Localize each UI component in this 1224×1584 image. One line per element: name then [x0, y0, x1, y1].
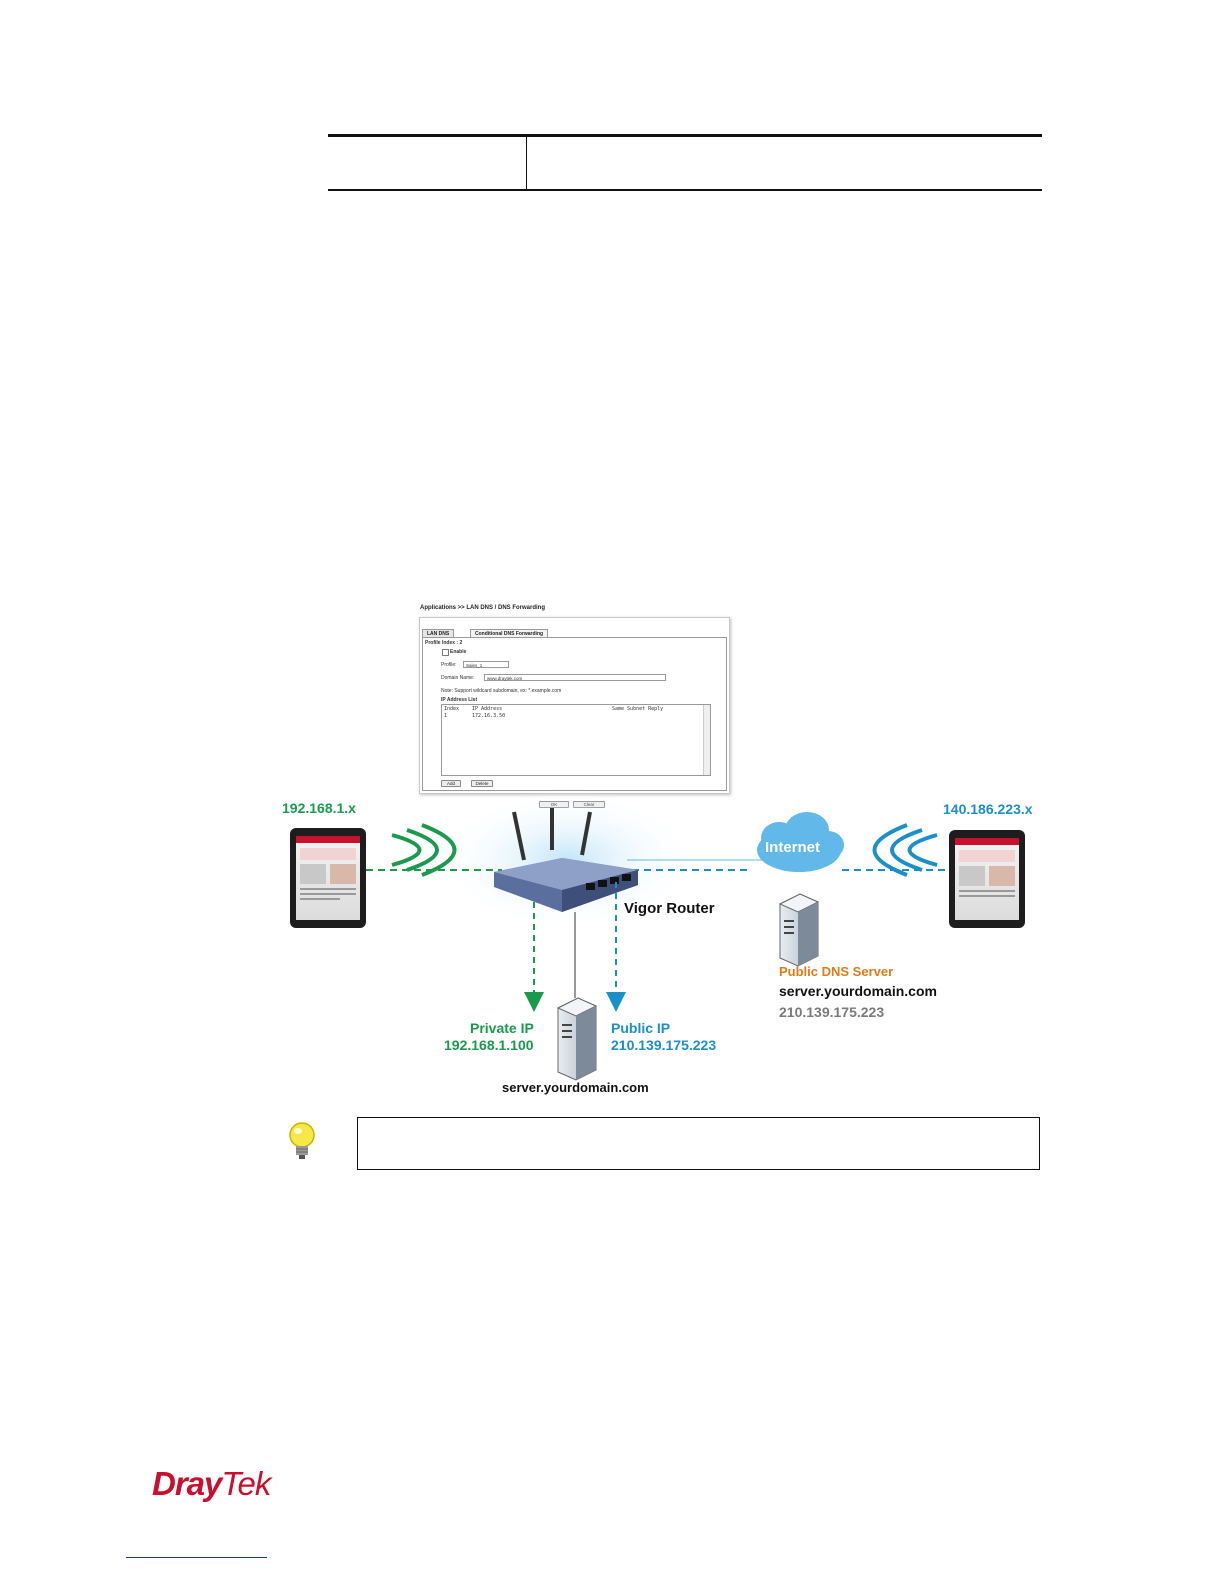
note-text: Support wildcard subdomain, ex: *.exampl… [454, 688, 562, 694]
router-icon [494, 808, 638, 912]
column-same-subnet-reply: Same Subnet Reply [612, 706, 664, 712]
public-dns-ip: 210.139.175.223 [779, 1004, 885, 1020]
left-tablet-icon [290, 828, 366, 928]
profile-index-label: Profile Index : 2 [425, 640, 463, 646]
ip-address-list: Index IP Address Same Subnet Reply 1 172… [441, 704, 711, 776]
delete-button[interactable]: Delete [471, 780, 493, 787]
column-index: Index [444, 706, 460, 712]
list-scrollbar[interactable] [703, 705, 710, 775]
enable-checkbox[interactable] [442, 649, 449, 656]
private-ip-label: Private IP [470, 1020, 534, 1036]
table-column-divider [526, 137, 527, 189]
private-ip-value: 192.168.1.100 [444, 1037, 534, 1053]
wifi-right-icon [872, 823, 938, 877]
logo-text-dray: Dray [152, 1465, 222, 1502]
note-label: Note: [441, 688, 453, 694]
domain-name-input[interactable]: www.draytek.com [484, 674, 666, 681]
ip-address-list-label: IP Address List [441, 697, 478, 703]
local-server-icon [556, 997, 598, 1081]
wifi-left-icon [391, 823, 457, 877]
draytek-logo: DrayTek [152, 1465, 271, 1503]
public-dns-domain: server.yourdomain.com [779, 983, 937, 999]
internet-label: Internet [765, 839, 821, 856]
add-button[interactable]: Add [441, 780, 461, 787]
right-tablet-icon [949, 830, 1025, 928]
profile-label: Profile: [441, 662, 457, 668]
tab-lan-dns[interactable]: LAN DNS [422, 629, 455, 638]
public-dns-server-icon [778, 893, 820, 967]
domain-name-label: Domain Name: [441, 675, 475, 681]
public-ip-label: Public IP [611, 1020, 671, 1036]
tab-conditional-dns-forwarding[interactable]: Conditional DNS Forwarding [470, 629, 549, 638]
footer-link-underline [126, 1557, 267, 1558]
network-diagram: 192.168.1.x 140.186.223.x Internet Vigor… [262, 740, 1052, 1100]
tip-box [357, 1117, 1040, 1170]
left-client-ip: 192.168.1.x [282, 800, 356, 816]
lightbulb-icon [284, 1120, 320, 1169]
column-ip-address: IP Address [472, 706, 503, 712]
logo-text-tek: Tek [221, 1465, 271, 1502]
public-ip-value: 210.139.175.223 [611, 1037, 717, 1053]
enable-label: Enable [450, 649, 467, 655]
right-client-ip: 140.186.223.x [943, 801, 1033, 817]
profile-form: Profile Index : 2 Enable Profile: Sales_… [422, 637, 727, 791]
public-dns-server-label: Public DNS Server [779, 964, 894, 979]
row-ip-address: 172.16.3.50 [472, 713, 506, 719]
profile-input[interactable]: Sales_1 [463, 661, 509, 668]
server-domain-label: server.yourdomain.com [502, 1080, 649, 1095]
row-index: 1 [444, 713, 448, 719]
router-label: Vigor Router [624, 900, 715, 917]
lan-dns-panel: LAN DNS Conditional DNS Forwarding Profi… [419, 617, 730, 794]
panel-breadcrumb: Applications >> LAN DNS / DNS Forwarding [420, 605, 546, 611]
internet-cloud-icon [757, 812, 844, 872]
top-table [328, 134, 1042, 191]
